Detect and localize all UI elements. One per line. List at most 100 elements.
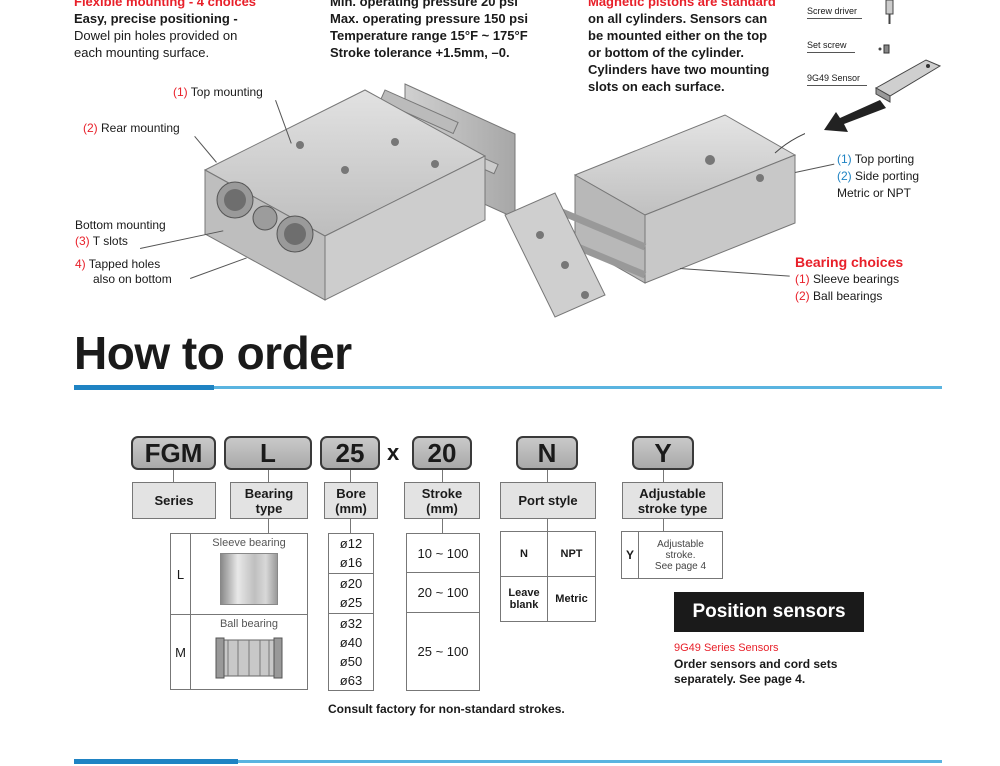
- screwdriver-underline: [807, 18, 862, 19]
- bore-value: ø25: [339, 595, 363, 610]
- code-x: x: [387, 440, 400, 465]
- header-series: Series: [132, 482, 216, 519]
- port-leave-blank: Leave blank: [500, 576, 548, 622]
- ball-bearing-label: Ball bearing: [219, 618, 279, 630]
- connector-series: [173, 470, 174, 482]
- section-rule-top: [74, 386, 942, 389]
- t-slots-callout: (3) T slots: [75, 234, 128, 248]
- setscrew-label: Set screw: [807, 40, 847, 50]
- sensor-series-label: 9G49 Series Sensors: [674, 642, 779, 654]
- bore-value: ø20: [339, 576, 363, 591]
- connector-bearing-table: [268, 519, 269, 533]
- rear-mounting-callout: (2) Rear mounting: [83, 121, 180, 135]
- bore-value: ø32: [339, 616, 363, 631]
- bore-group-3: ø32 ø40 ø50 ø63: [329, 614, 373, 690]
- port-metric: Metric: [547, 576, 596, 622]
- how-to-order-title: How to order: [74, 327, 352, 379]
- section-rule-bottom-accent: [74, 759, 238, 764]
- flexible-mounting-title: Flexible mounting - 4 choices: [74, 0, 257, 9]
- tapped-holes-callout: 4) Tapped holes: [75, 257, 161, 271]
- stroke-range-1: 10 ~ 100: [406, 533, 480, 573]
- screwdriver-label: Screw driver: [807, 6, 858, 16]
- port-code-n: N: [500, 531, 548, 577]
- sensor-note: Order sensors and cord sets separately. …: [674, 657, 837, 687]
- magnetic-text-5: slots on each surface.: [588, 79, 725, 94]
- sleeve-bearing-image: [220, 553, 278, 605]
- code-adjustable: Y: [632, 436, 694, 470]
- connector-stroke-table: [442, 519, 443, 533]
- stroke-range-2: 20 ~ 100: [406, 572, 480, 613]
- spec-temperature: Temperature range 15°F ~ 175°F: [330, 28, 528, 43]
- consult-note: Consult factory for non-standard strokes…: [328, 702, 565, 716]
- bore-value: ø50: [339, 654, 363, 669]
- adj-code-y: Y: [621, 531, 639, 579]
- position-sensors-title: Position sensors: [674, 592, 864, 632]
- setscrew-underline: [807, 52, 855, 53]
- code-bearing: L: [224, 436, 312, 470]
- magnetic-pistons-title: Magnetic pistons are standard: [588, 0, 776, 9]
- side-porting-callout: (2) Side porting: [837, 169, 920, 183]
- easy-positioning-text: Easy, precise positioning -: [74, 11, 238, 26]
- dowel-text-2: each mounting surface.: [74, 45, 210, 60]
- header-port-style: Port style: [500, 482, 596, 519]
- bore-value: ø63: [339, 673, 363, 688]
- connector-bearing: [268, 470, 269, 482]
- code-bore: 25: [320, 436, 380, 470]
- ball-bearing-image: [215, 637, 283, 679]
- connector-bore-table: [350, 519, 351, 533]
- connector-stroke: [442, 470, 443, 482]
- sleeve-bearing-cell: Sleeve bearing: [190, 533, 308, 615]
- connector-bore: [350, 470, 351, 482]
- bore-value: ø12: [339, 536, 363, 551]
- adj-description: Adjustable stroke. See page 4: [638, 531, 723, 579]
- bore-value: ø40: [339, 635, 363, 650]
- ball-bearing-cell: Ball bearing: [190, 614, 308, 690]
- spec-stroke-tolerance: Stroke tolerance +1.5mm, –0.: [330, 45, 510, 60]
- code-port: N: [516, 436, 578, 470]
- ball-bearings-callout: (2) Ball bearings: [795, 289, 883, 303]
- cylinder-left-illustration: [203, 83, 516, 301]
- dowel-text-1: Dowel pin holes provided on: [74, 28, 238, 43]
- adj-desc-line: stroke.: [665, 549, 696, 561]
- connector-port: [547, 470, 548, 482]
- top-mounting-callout: (1) Top mounting: [173, 85, 263, 99]
- sensor-underline: [807, 85, 867, 86]
- stroke-range-3: 25 ~ 100: [406, 612, 480, 691]
- adj-desc-line: Adjustable: [657, 538, 704, 550]
- magnetic-text-3: or bottom of the cylinder.: [588, 45, 745, 60]
- cylinder-right-illustration: [504, 114, 805, 318]
- sensor-icon: [874, 59, 942, 103]
- top-porting-callout: (1) Top porting: [837, 152, 915, 166]
- bearing-choices-title: Bearing choices: [795, 254, 904, 270]
- magnetic-text-4: Cylinders have two mounting: [588, 62, 770, 77]
- bearing-code-m: M: [170, 614, 191, 690]
- sensor-note-line: separately. See page 4.: [674, 672, 806, 686]
- sensor-label: 9G49 Sensor: [807, 73, 861, 83]
- spec-min-pressure: Min. operating pressure 20 psi: [330, 0, 518, 9]
- sensor-note-line: Order sensors and cord sets: [674, 657, 838, 671]
- code-stroke: 20: [412, 436, 472, 470]
- header-stroke: Stroke(mm): [404, 482, 480, 519]
- connector-port-table: [547, 519, 548, 531]
- metric-npt-text: Metric or NPT: [837, 186, 912, 200]
- magnetic-text-2: be mounted either on the top: [588, 28, 768, 43]
- magnetic-text-1: on all cylinders. Sensors can: [588, 11, 768, 26]
- sleeve-bearings-callout: (1) Sleeve bearings: [795, 272, 900, 286]
- header-bore: Bore(mm): [324, 482, 378, 519]
- section-rule-top-accent: [74, 385, 214, 390]
- connector-adj-table: [663, 519, 664, 531]
- screwdriver-icon: [885, 0, 894, 24]
- code-series: FGM: [131, 436, 216, 470]
- spec-max-pressure: Max. operating pressure 150 psi: [330, 11, 528, 26]
- sleeve-bearing-label: Sleeve bearing: [212, 537, 286, 549]
- bottom-mounting-label: Bottom mounting: [75, 218, 166, 232]
- port-npt: NPT: [547, 531, 596, 577]
- section-rule-bottom: [74, 760, 942, 763]
- tapped-holes-line2: also on bottom: [93, 272, 172, 286]
- bore-value: ø16: [339, 555, 363, 570]
